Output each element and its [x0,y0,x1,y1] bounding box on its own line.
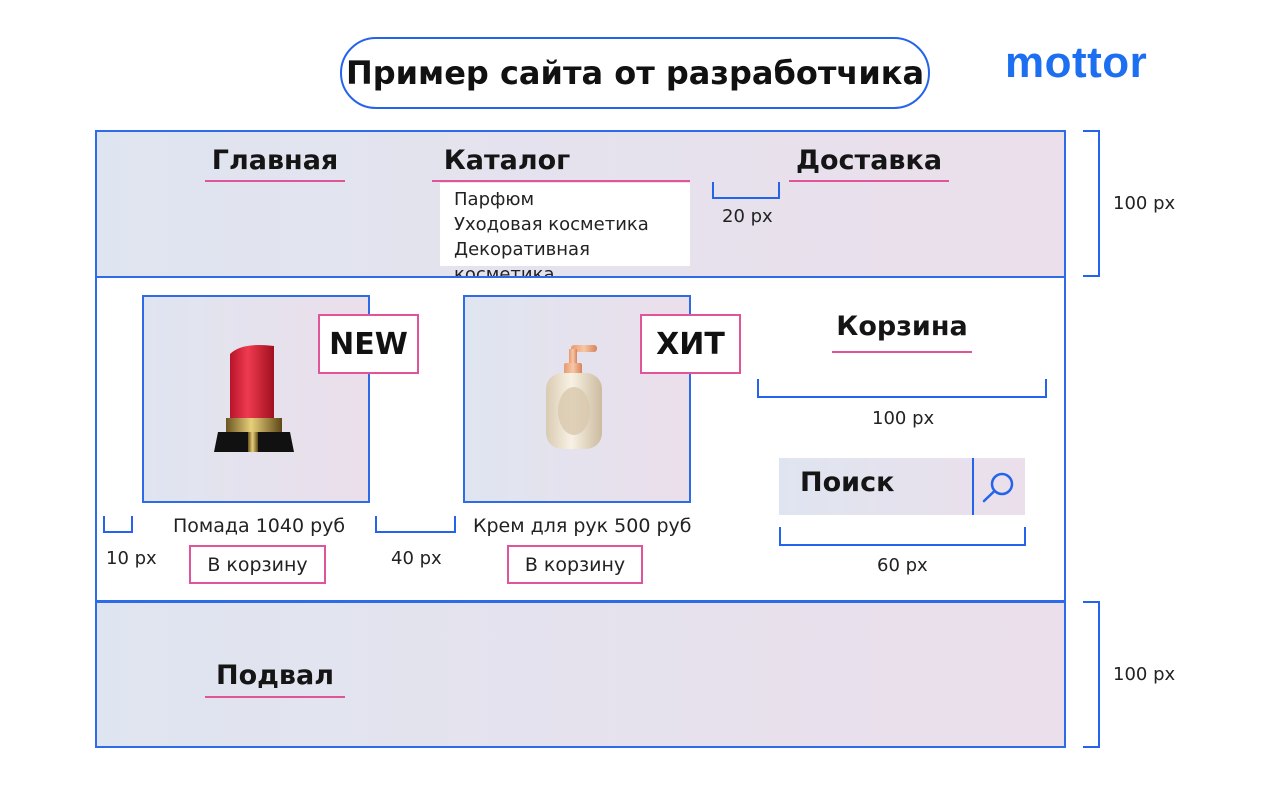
product-tag-new: NEW [318,314,419,374]
nav-item-delivery[interactable]: Доставка [795,145,943,176]
add-to-cart-button[interactable]: В корзину [507,545,643,584]
footer-height-bracket [1083,601,1100,748]
left-margin-label: 10 px [106,548,157,569]
product-gap-bracket [375,516,456,533]
search-width-label: 60 px [877,555,928,576]
cart-underline [832,351,972,353]
search-divider [972,458,974,515]
nav-gap-bracket [712,182,780,199]
product-caption: Помада 1040 руб [173,515,346,537]
catalog-dropdown: Парфюм Уходовая косметика Декоративная к… [440,183,690,285]
nav-item-catalog[interactable]: Каталог [443,145,571,176]
footer-block [95,601,1066,748]
footer-label: Подвал [215,660,335,691]
header-height-bracket [1083,130,1100,277]
header-height-label: 100 px [1113,193,1176,214]
dropdown-item-skincare[interactable]: Уходовая косметика [454,214,649,235]
nav-underline [789,180,949,182]
mottor-logo: mottor [1005,38,1148,87]
footer-height-label: 100 px [1113,664,1176,685]
product-tag-hit: ХИТ [640,314,741,374]
lipstick-icon [214,345,294,452]
dropdown-item-perfume[interactable]: Парфюм [454,189,535,210]
search-icon[interactable] [980,470,1018,504]
search-width-bracket [779,527,1026,546]
product-caption: Крем для рук 500 руб [473,515,692,537]
cart-width-bracket [757,379,1047,398]
nav-item-home[interactable]: Главная [211,145,339,176]
product-gap-label: 40 px [391,548,442,569]
add-to-cart-button[interactable]: В корзину [189,545,326,584]
nav-underline [205,180,345,182]
cart-width-label: 100 px [872,408,935,429]
left-margin-bracket [103,516,133,533]
lotion-bottle-icon [546,345,602,449]
product-card-lipstick[interactable] [142,295,370,503]
nav-gap-label: 20 px [722,206,773,227]
search-input[interactable] [779,458,1025,515]
page-title: Пример сайта от разработчика [340,37,930,109]
footer-underline [205,696,345,698]
nav-underline [432,180,690,182]
cart-link[interactable]: Корзина [836,311,968,342]
search-placeholder: Поиск [800,467,895,498]
